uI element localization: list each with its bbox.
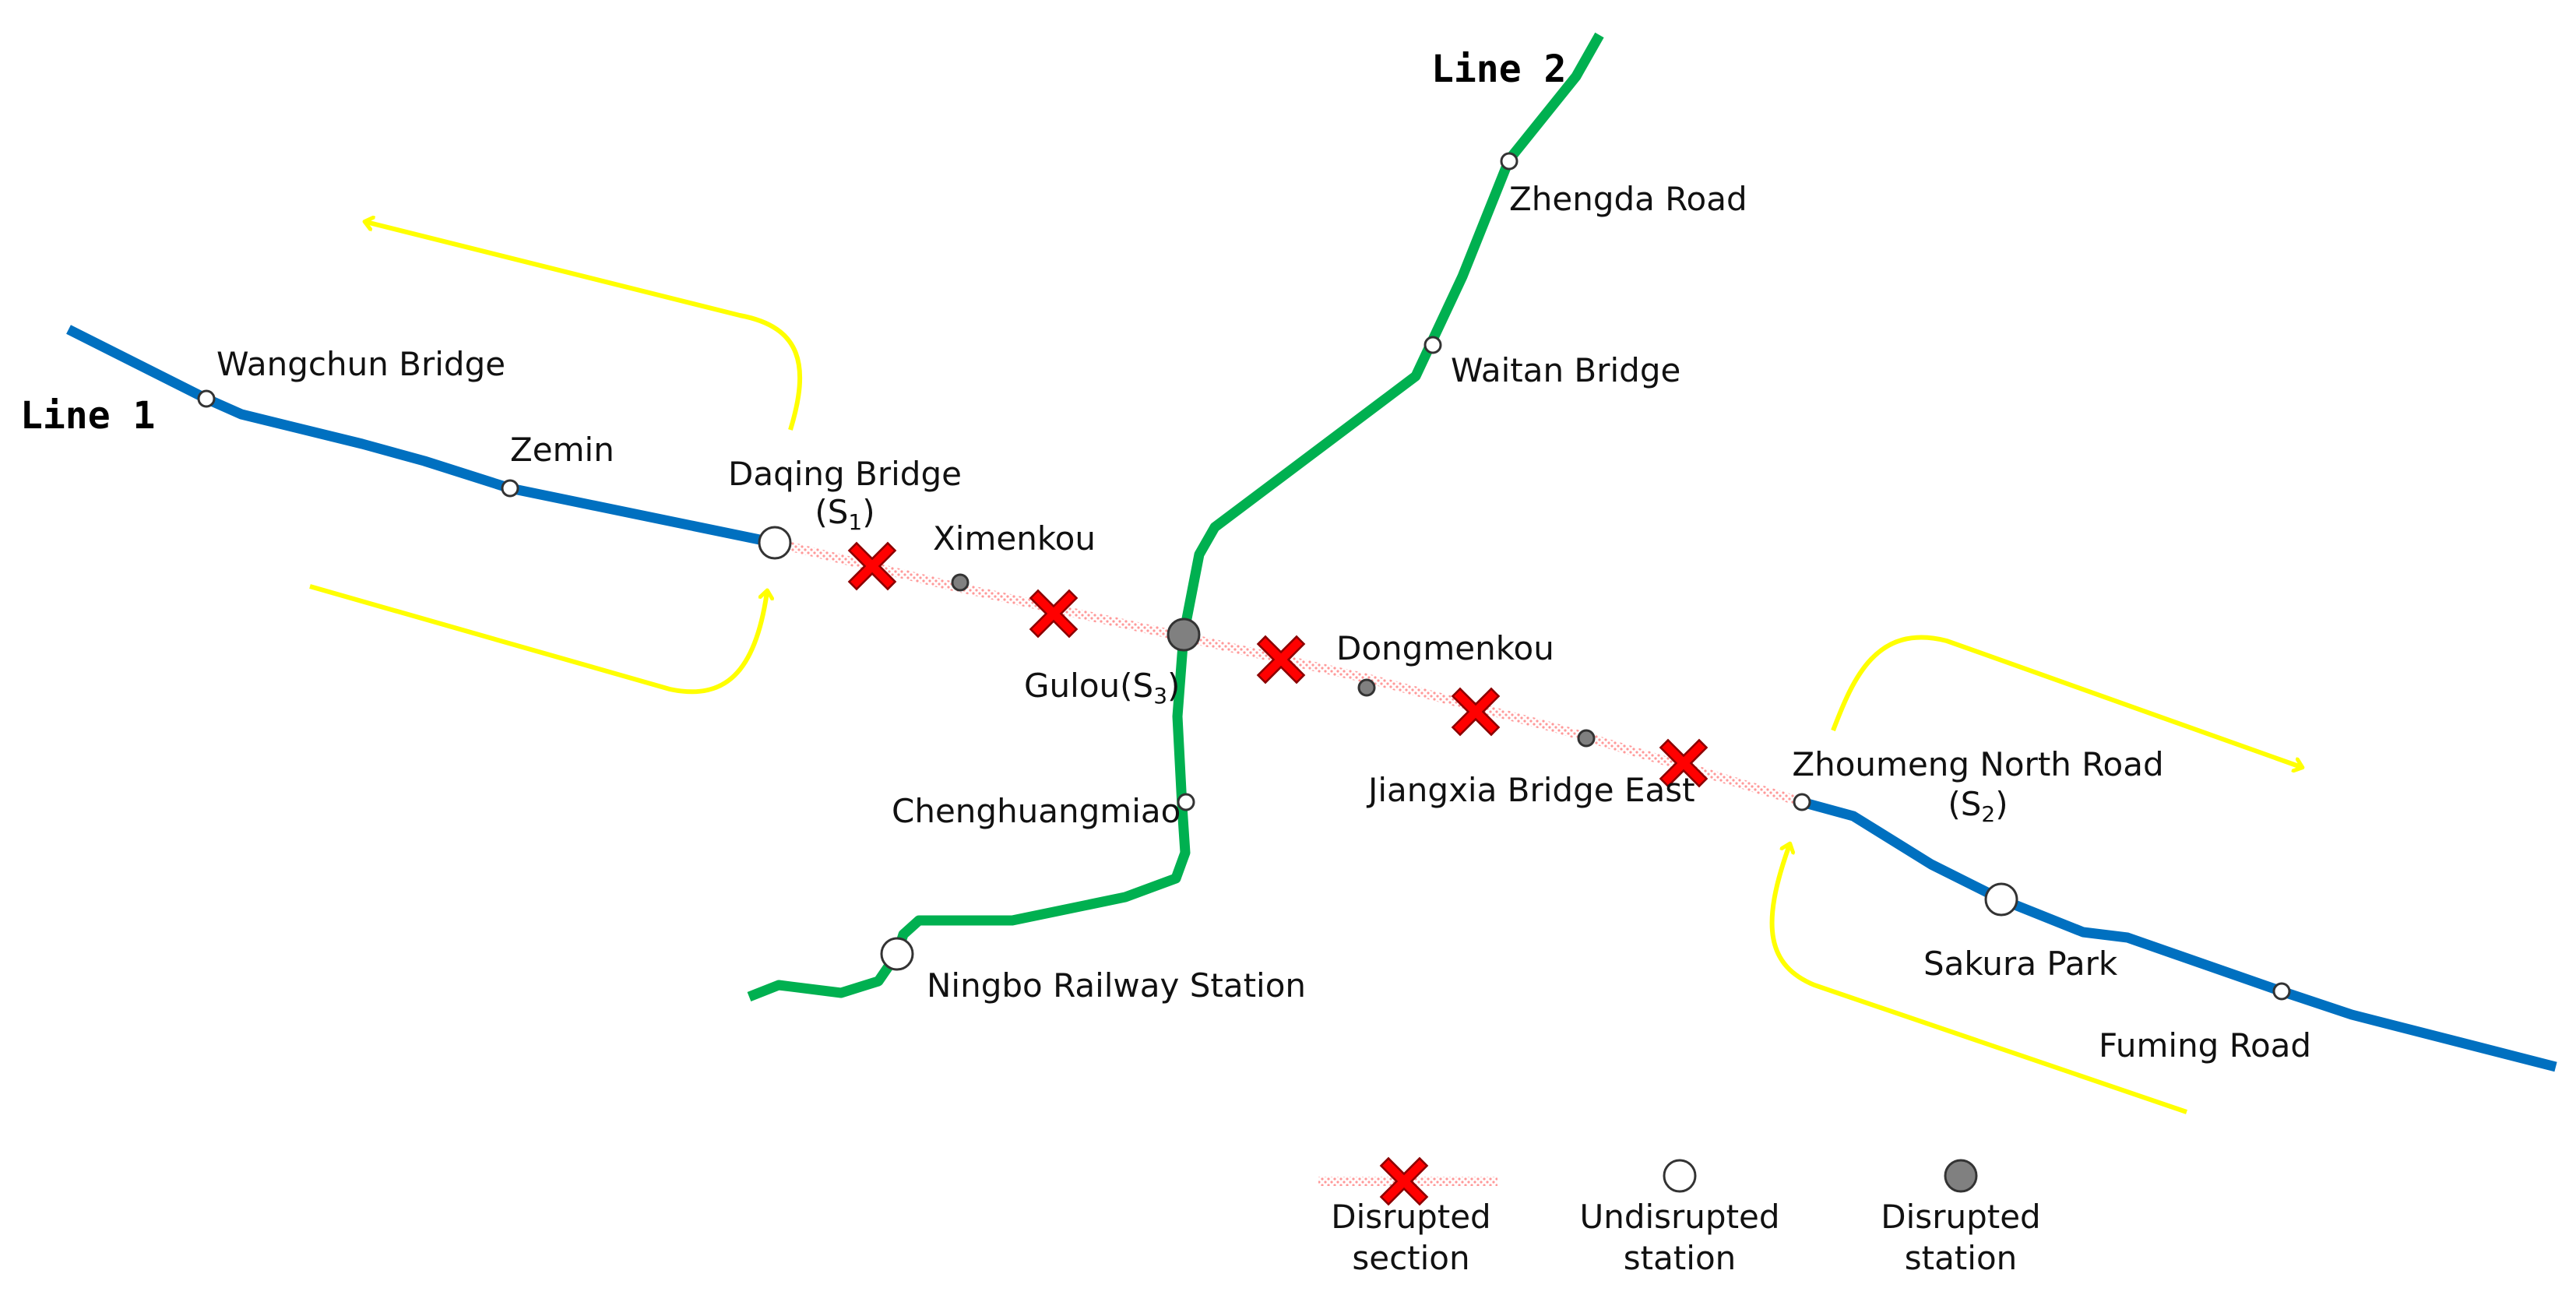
disruption-x-marker xyxy=(1659,738,1709,788)
station-label-chenghuangmiao: Chenghuangmiao xyxy=(892,792,1181,830)
station-waitan-bridge[interactable] xyxy=(1423,336,1442,354)
disruption-x-marker xyxy=(1256,635,1306,684)
detour-arrow-east-inbound xyxy=(1769,845,2187,1114)
station-label-wangchun: Wangchun Bridge xyxy=(216,345,505,383)
station-sakura-park[interactable] xyxy=(1984,882,2018,917)
legend-disrupted-station-label-1: Disrupted xyxy=(1881,1198,2040,1236)
detour-arrow-west-outbound xyxy=(366,222,803,431)
station-zemin[interactable] xyxy=(501,479,519,498)
disruption-x-marker xyxy=(1451,687,1501,737)
station-zhoumeng-north-road[interactable] xyxy=(1793,793,1811,811)
station-zhengda-road[interactable] xyxy=(1500,152,1519,171)
station-tag-zhoumeng: (S2) xyxy=(1948,785,2008,827)
legend: Disrupted section Undisrupted station Di… xyxy=(1318,1156,2041,1277)
station-label-zemin: Zemin xyxy=(510,431,614,469)
station-gulou[interactable] xyxy=(1167,618,1201,652)
station-daqing-bridge[interactable] xyxy=(758,526,792,560)
disruption-x-marker xyxy=(1029,589,1079,639)
station-tag-daqing: (S1) xyxy=(815,493,875,535)
station-label-zhoumeng: Zhoumeng North Road xyxy=(1792,745,2163,783)
station-label-gulou: Gulou(S3) xyxy=(1024,667,1180,709)
line-2-label: Line 2 xyxy=(1431,48,1566,91)
legend-disrupted-section-label-2: section xyxy=(1352,1239,1469,1277)
disruption-x-marker xyxy=(847,541,897,591)
detour-arrow-west-inbound xyxy=(309,584,767,695)
station-jiangxia-bridge-east[interactable] xyxy=(1577,729,1596,748)
station-ximenkou[interactable] xyxy=(951,573,970,592)
station-label-sakura: Sakura Park xyxy=(1923,945,2118,983)
station-dongmenkou[interactable] xyxy=(1357,678,1376,697)
line-1-label: Line 1 xyxy=(20,394,155,438)
station-label-waitan: Waitan Bridge xyxy=(1451,351,1680,389)
legend-disrupted-station-label-2: station xyxy=(1905,1239,2018,1277)
station-label-dongmenkou: Dongmenkou xyxy=(1336,629,1554,667)
legend-disrupted-station-swatch xyxy=(1944,1159,1978,1193)
station-label-jiangxia: Jiangxia Bridge East xyxy=(1366,771,1695,809)
legend-undisrupted-station-label-1: Undisrupted xyxy=(1579,1198,1779,1236)
station-chenghuangmiao[interactable] xyxy=(1177,793,1195,811)
station-label-ningbo: Ningbo Railway Station xyxy=(927,966,1306,1005)
line-2 xyxy=(747,32,1604,1002)
station-ningbo-railway-station[interactable] xyxy=(880,937,914,971)
line-1-east xyxy=(1800,797,2557,1072)
station-label-zhengda: Zhengda Road xyxy=(1509,180,1747,218)
station-label-ximenkou: Ximenkou xyxy=(933,519,1096,558)
station-wangchun-bridge[interactable] xyxy=(197,389,216,408)
legend-undisrupted-station-swatch xyxy=(1663,1159,1697,1193)
legend-disrupted-section-label-1: Disrupted xyxy=(1331,1198,1490,1236)
legend-disruption-x-icon xyxy=(1379,1156,1429,1206)
detour-arrow-east-outbound xyxy=(1831,635,2301,767)
station-label-daqing: Daqing Bridge xyxy=(728,455,962,493)
station-label-fuming: Fuming Road xyxy=(2099,1026,2311,1065)
legend-undisrupted-station-label-2: station xyxy=(1624,1239,1737,1277)
station-fuming-road[interactable] xyxy=(2272,982,2291,1001)
